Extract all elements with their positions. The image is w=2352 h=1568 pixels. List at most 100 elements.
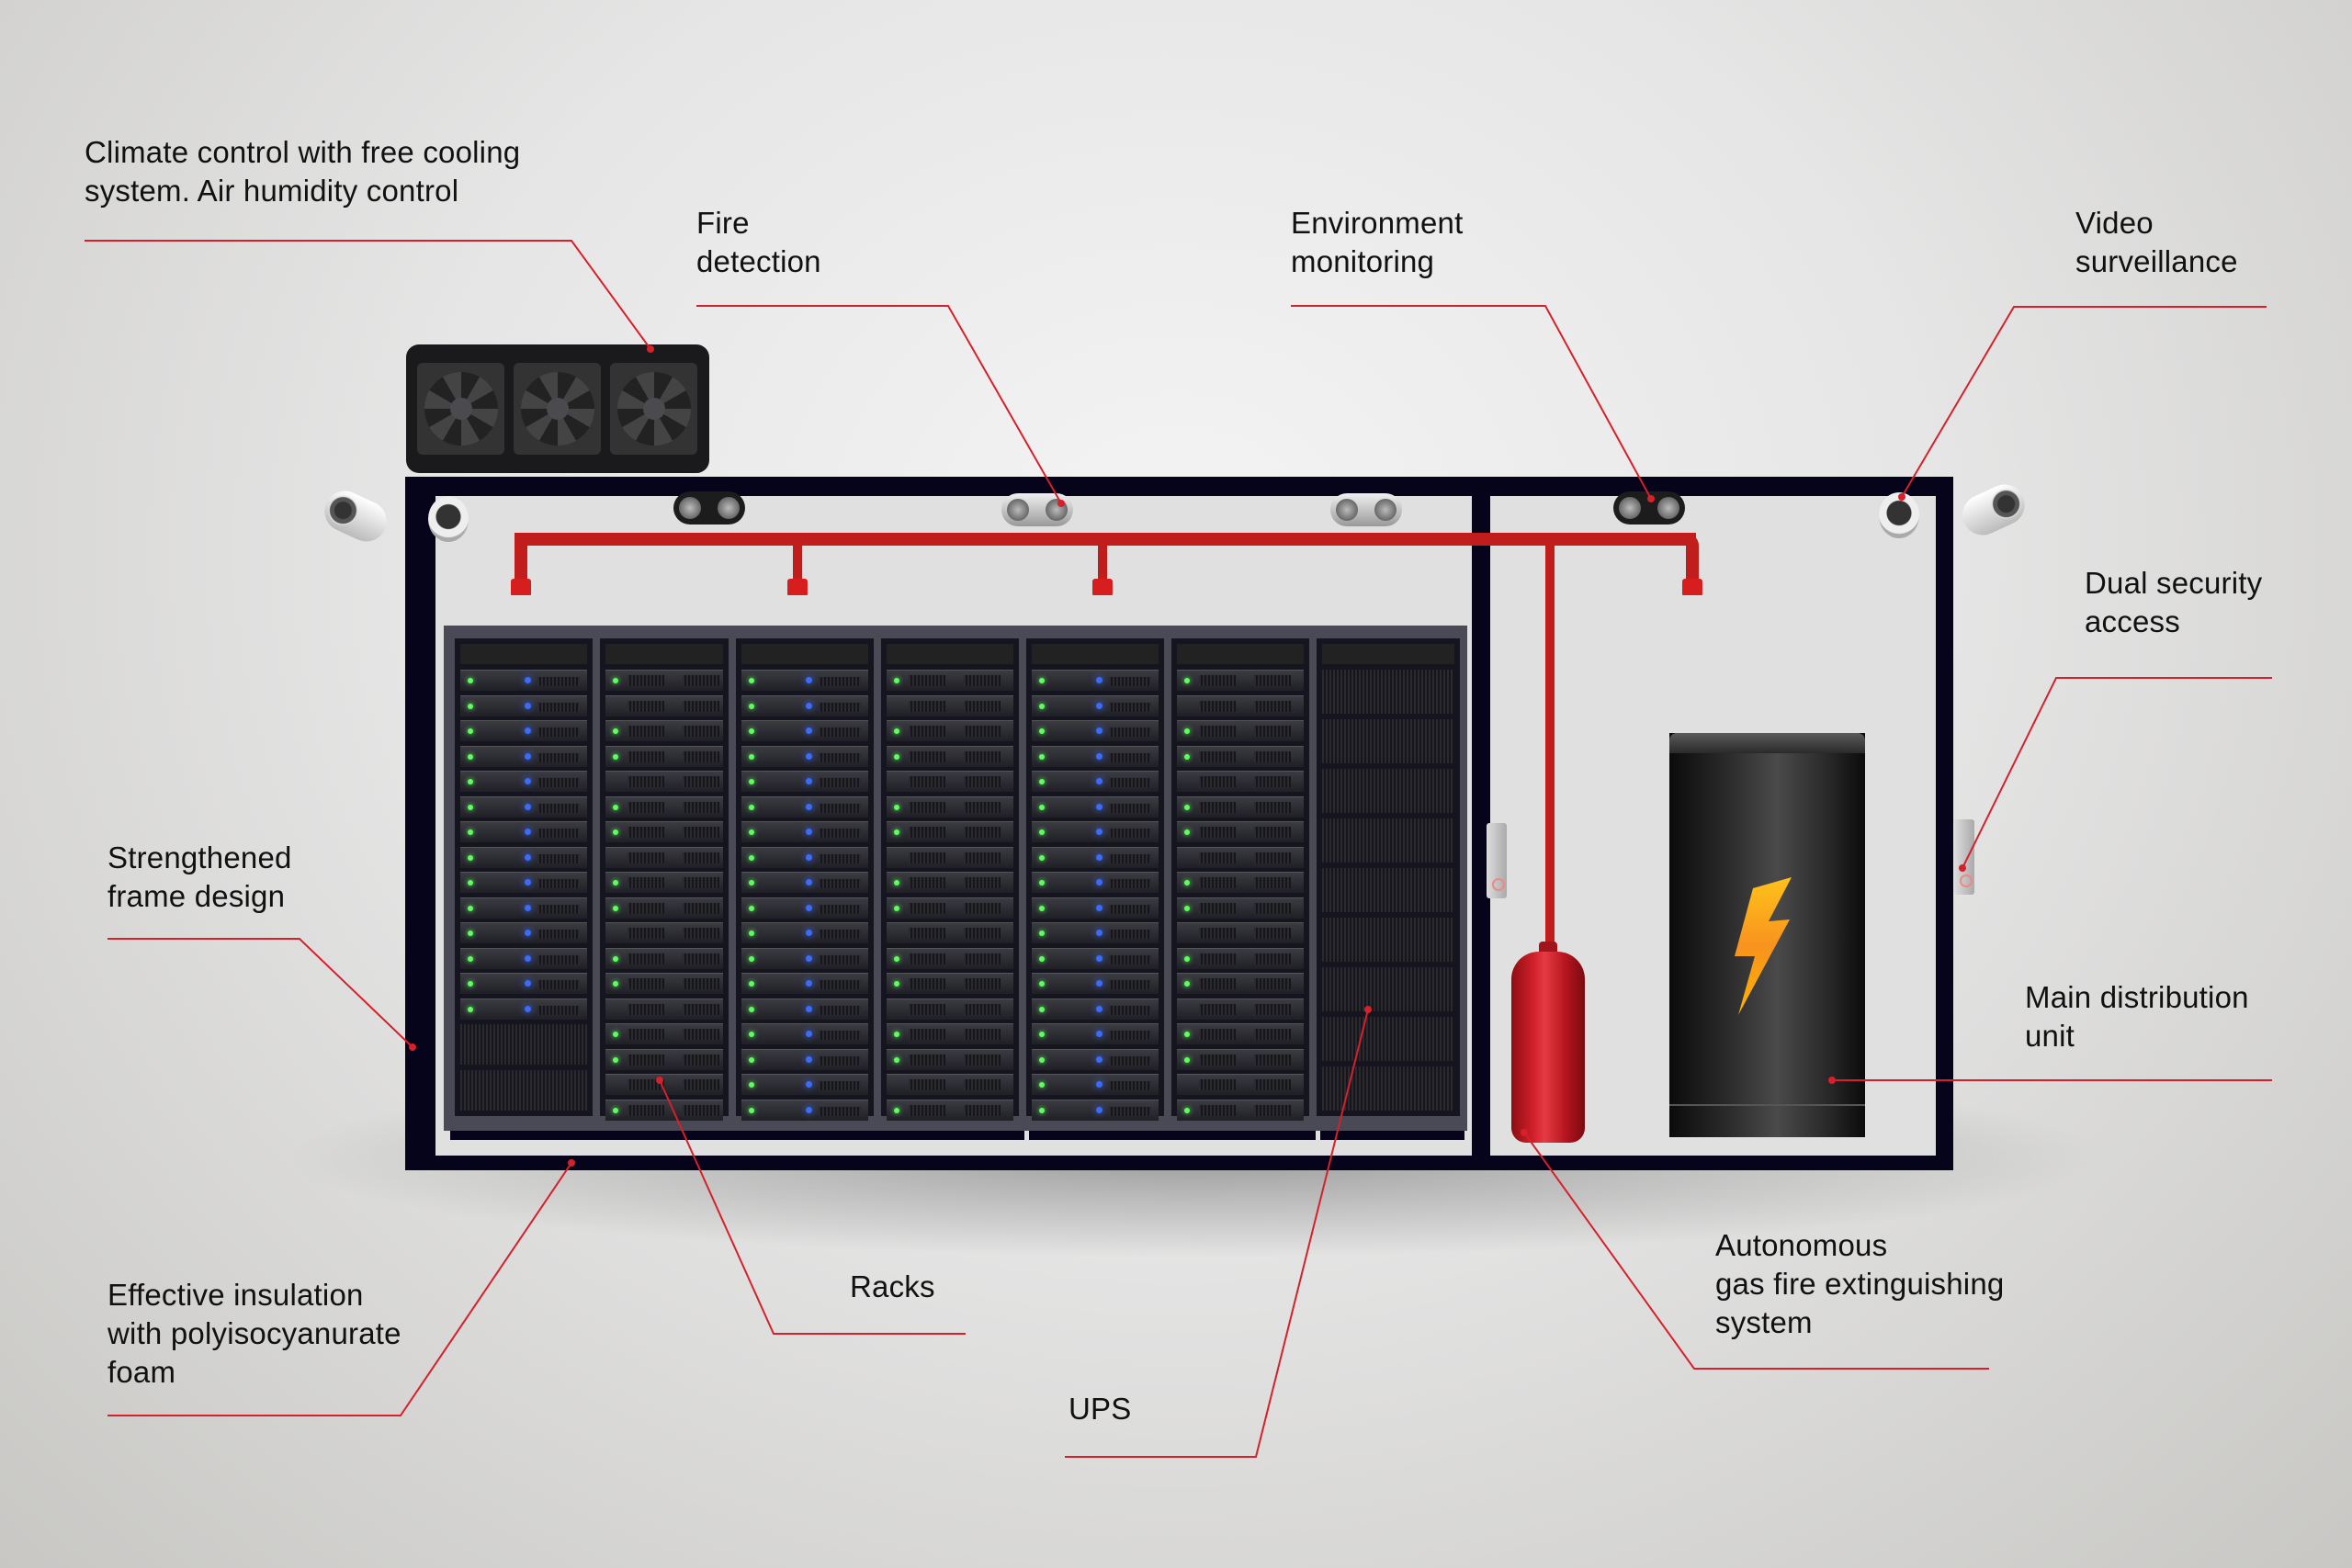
storage-unit [1177, 670, 1304, 691]
status-led [749, 804, 754, 810]
server-unit [1032, 694, 1159, 716]
storage-unit [887, 670, 1013, 691]
status-led [525, 829, 531, 835]
drive-bay [683, 928, 719, 939]
drive-bay [1254, 1003, 1291, 1015]
server-unit [741, 1023, 868, 1044]
leader-frame [107, 938, 413, 1048]
drive-bay [628, 726, 664, 737]
status-led [1096, 879, 1102, 886]
access-panel [1487, 823, 1507, 898]
drive-bay [1199, 978, 1236, 989]
status-led [806, 1106, 812, 1113]
status-led [1096, 1005, 1102, 1012]
storage-unit [1177, 745, 1304, 767]
ups-module [1322, 769, 1454, 813]
server-unit [741, 821, 868, 842]
status-led [894, 1056, 899, 1063]
server-unit [1032, 670, 1159, 691]
vent-grill [537, 677, 580, 686]
server-unit [460, 670, 587, 691]
vent-grill [537, 728, 580, 737]
drive-bay [909, 953, 945, 964]
rack-header [741, 644, 868, 664]
camera-icon [1879, 492, 1919, 538]
status-led [468, 880, 473, 886]
blank-panel [460, 1070, 587, 1111]
sprinkler-nozzle [1092, 579, 1113, 595]
storage-unit [605, 821, 723, 842]
status-led [894, 981, 899, 987]
storage-unit [605, 947, 723, 969]
status-led [1039, 1107, 1045, 1113]
drive-bay [1199, 953, 1236, 964]
drive-bay [628, 675, 664, 686]
status-led [1096, 954, 1102, 962]
vent-grill [1109, 778, 1151, 787]
storage-unit [887, 720, 1013, 741]
drive-bay [1199, 1079, 1236, 1090]
rack-header [1032, 644, 1159, 664]
drive-bay [909, 1054, 945, 1066]
drive-bay [1199, 902, 1236, 914]
status-led [1039, 931, 1045, 936]
server-unit [460, 998, 587, 1020]
status-led [806, 728, 812, 734]
status-led [749, 1082, 754, 1088]
server-unit [1032, 1048, 1159, 1070]
storage-unit [1177, 694, 1304, 716]
fire-detector [1001, 493, 1073, 526]
ups-module [1322, 868, 1454, 912]
drive-bay [683, 776, 719, 787]
vent-grill [819, 930, 861, 939]
drive-bay [628, 928, 664, 939]
drive-bay [1254, 1029, 1291, 1040]
vent-grill [819, 1055, 861, 1066]
storage-unit [605, 998, 723, 1020]
fan-icon [514, 363, 601, 455]
storage-unit [605, 922, 723, 943]
drive-bay [964, 852, 1001, 863]
status-led [1096, 930, 1102, 936]
storage-unit [1177, 821, 1304, 842]
vent-grill [1109, 1031, 1151, 1040]
status-led [749, 931, 754, 936]
storage-unit [1177, 846, 1304, 868]
status-led [749, 1107, 754, 1113]
drive-bay [909, 928, 945, 939]
server-unit [1032, 846, 1159, 868]
storage-unit [1177, 1074, 1304, 1095]
drive-bay [1199, 928, 1236, 939]
ups-module [1322, 918, 1454, 962]
vent-grill [819, 1005, 861, 1015]
drive-bay [628, 1029, 664, 1040]
storage-unit [605, 897, 723, 919]
server-rack [1171, 638, 1309, 1121]
status-led [894, 1107, 899, 1113]
ups-module [1322, 1066, 1454, 1111]
server-unit [741, 1099, 868, 1121]
drive-bay [1199, 827, 1236, 838]
storage-unit [605, 1023, 723, 1044]
environment-sensor [1613, 491, 1685, 525]
ups-module [1322, 967, 1454, 1011]
drive-bay [1199, 726, 1236, 737]
server-unit [1032, 720, 1159, 741]
storage-unit [1177, 897, 1304, 919]
drive-bay [628, 750, 664, 762]
drive-bay [1199, 1054, 1236, 1066]
status-led [1039, 804, 1045, 810]
status-led [749, 829, 754, 835]
vent-grill [1109, 1106, 1151, 1116]
label-gas-fire-extinguishing: Autonomous gas fire extinguishing system [1715, 1228, 2005, 1339]
status-led [1039, 753, 1045, 760]
rack-bank [444, 626, 1467, 1131]
server-unit [460, 745, 587, 767]
mdu-band [1669, 1104, 1865, 1106]
storage-unit [887, 846, 1013, 868]
server-unit [741, 720, 868, 741]
drive-bay [1199, 700, 1236, 712]
status-led [1039, 955, 1045, 962]
drive-bay [1254, 978, 1291, 989]
status-led [1039, 779, 1045, 784]
